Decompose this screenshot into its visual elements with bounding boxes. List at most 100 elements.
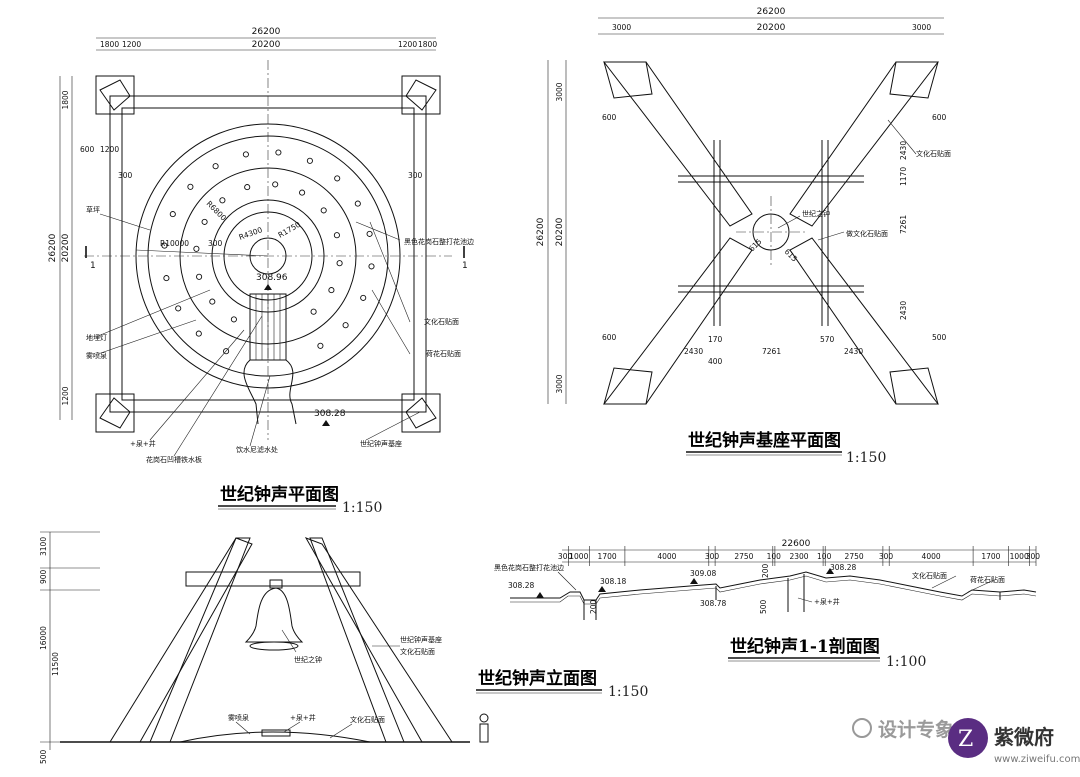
elev-label-base: 世纪钟声基座 xyxy=(400,635,442,644)
ziweifu-logo-icon xyxy=(948,718,988,758)
watermark-url: www.ziweifu.com xyxy=(994,754,1080,765)
base-dim-170-b: 170 xyxy=(708,335,723,344)
plan-dim-1200-right: 1200 xyxy=(398,40,417,49)
base-dim-600-tr: 600 xyxy=(932,113,947,122)
base-dim-2430-v1: 2430 xyxy=(899,141,908,160)
section-dim-segment: 4000 xyxy=(657,552,676,561)
section-dim-overall: 22600 xyxy=(782,539,811,549)
label-bell-base: 世纪钟声基座 xyxy=(360,439,402,448)
section-dim-200-a: 200 xyxy=(589,599,598,614)
ground-light-dot xyxy=(360,294,367,301)
base-dim-615-a: 615 xyxy=(747,237,764,254)
plan-radius-1750: R1750 xyxy=(277,220,303,240)
plan-radius-6800: R6800 xyxy=(205,199,229,223)
base-dim-7261-b: 7261 xyxy=(762,347,781,356)
section-title: 世纪钟声1-1剖面图 xyxy=(730,636,880,657)
base-dim-3000-right: 3000 xyxy=(912,23,931,32)
section-dim-segment: 1700 xyxy=(598,552,617,561)
logo-glyph-icon: Z xyxy=(958,727,973,752)
section-dim-segment: 2750 xyxy=(845,552,864,561)
section-dim-segment: 1000 xyxy=(569,552,588,561)
plan-radius-10000: R10000 xyxy=(160,239,189,248)
watermark-brand: 紫微府 xyxy=(994,725,1054,749)
plan-elev-marker-bottom xyxy=(322,420,330,426)
elev-label-spring: +泉+井 xyxy=(290,713,316,722)
section-dim-200-b: 200 xyxy=(761,563,770,578)
ground-light-dot xyxy=(342,322,349,329)
section-dim-segment: 1000 xyxy=(1010,552,1029,561)
ground-light-dot xyxy=(193,245,200,252)
elev-dim-16000: 16000 xyxy=(39,626,48,650)
plan-dim-1200-left: 1200 xyxy=(122,40,141,49)
base-dim-570-b: 570 xyxy=(820,335,835,344)
base-dim-400-b: 400 xyxy=(708,357,723,366)
section-dim-segment: 2300 xyxy=(789,552,808,561)
elev-dim-500: 500 xyxy=(39,749,48,764)
elev-label-bell: 世纪之钟 xyxy=(294,655,322,664)
watermark: 设计专象会 Z 紫微府 www.ziweifu.com xyxy=(852,718,1080,765)
plan-elev-308-28: 308.28 xyxy=(314,409,346,419)
ground-light-dot xyxy=(333,232,340,239)
base-label-culture-stone-2: 文化石贴面 xyxy=(916,149,951,158)
ground-light-dot xyxy=(272,181,279,188)
elev-dim-3100: 3100 xyxy=(39,537,48,556)
elev-label-mist: 雾喷泉 xyxy=(228,713,249,722)
plan-dim-overall: 26200 xyxy=(252,27,281,37)
ground-light-dot xyxy=(244,184,251,191)
section-elev-5: 308.28 xyxy=(830,563,856,572)
base-dim-inner-v: 20200 xyxy=(555,217,565,246)
plan-scale: 1:150 xyxy=(342,500,382,516)
ground-light-dot xyxy=(209,298,216,305)
base-dim-3000-left: 3000 xyxy=(612,23,631,32)
base-dim-500-br: 500 xyxy=(932,333,947,342)
plan-dim-600: 600 xyxy=(80,145,95,154)
ground-light-dot xyxy=(230,316,237,323)
ground-light-dot xyxy=(201,218,208,225)
section-dim-segment: 100 xyxy=(767,552,782,561)
ground-light-dot xyxy=(195,330,202,337)
ground-light-dot xyxy=(320,207,327,214)
plan-dim-1200-v: 1200 xyxy=(61,386,70,405)
ground-light-dot xyxy=(219,197,226,204)
elevation-view: 3100 900 16000 11500 500 世纪之钟 世纪钟声基座 xyxy=(39,531,648,764)
label-spring-well: +泉+井 xyxy=(130,439,156,448)
ground-light-dot xyxy=(275,149,282,156)
elevation-title: 世纪钟声立面图 xyxy=(478,668,597,689)
elevation-scale: 1:150 xyxy=(608,684,648,700)
section-dim-segment: 300 xyxy=(558,552,573,561)
base-dim-3000-top-v: 3000 xyxy=(555,82,564,101)
ground-light-dot xyxy=(368,263,375,270)
base-scale: 1:150 xyxy=(846,450,886,466)
base-dim-600-bl: 600 xyxy=(602,333,617,342)
ground-light-dot xyxy=(336,260,343,267)
section-dim-segment: 2750 xyxy=(734,552,753,561)
base-dim-3000-bottom-v: 3000 xyxy=(555,374,564,393)
elev-dim-11500: 11500 xyxy=(51,652,60,676)
plan-dim-1800-left: 1800 xyxy=(100,40,119,49)
section-elev-2: 308.18 xyxy=(600,577,626,586)
plan-dim-1800-right: 1800 xyxy=(418,40,437,49)
base-dim-615-b: 615 xyxy=(783,247,800,264)
base-plan-view: 26200 20200 3000 3000 26200 20200 3000 3… xyxy=(536,7,951,466)
plan-dim-overall-v: 26200 xyxy=(48,233,58,262)
section-elev-3: 309.08 xyxy=(690,569,716,578)
base-dim-7261-v: 7261 xyxy=(899,215,908,234)
label-culture-stone: 文化石贴面 xyxy=(424,317,459,326)
section-dim-segment: 300 xyxy=(879,552,894,561)
section-label-culture-stone: 文化石贴面 xyxy=(912,571,947,580)
section-elev-marker-5 xyxy=(826,568,834,574)
label-lawn: 草坪 xyxy=(86,205,100,214)
section-elev-marker-2 xyxy=(598,586,606,592)
elev-label-culture-stone-2: 文化石贴面 xyxy=(350,715,385,724)
wechat-icon xyxy=(852,718,872,738)
section-label-spring: +泉+井 xyxy=(814,597,840,606)
section-dim-500: 500 xyxy=(759,599,768,614)
section-label-granite-pool: 黑色花岗石整打花池边 xyxy=(494,563,564,572)
plan-dim-inner: 20200 xyxy=(252,40,281,50)
base-label-culture-stone: 做文化石贴面 xyxy=(846,229,888,238)
section-scale: 1:100 xyxy=(886,654,926,670)
ground-light-dot xyxy=(366,230,373,237)
ground-light-dot xyxy=(196,273,203,280)
base-dim-overall: 26200 xyxy=(757,7,786,17)
